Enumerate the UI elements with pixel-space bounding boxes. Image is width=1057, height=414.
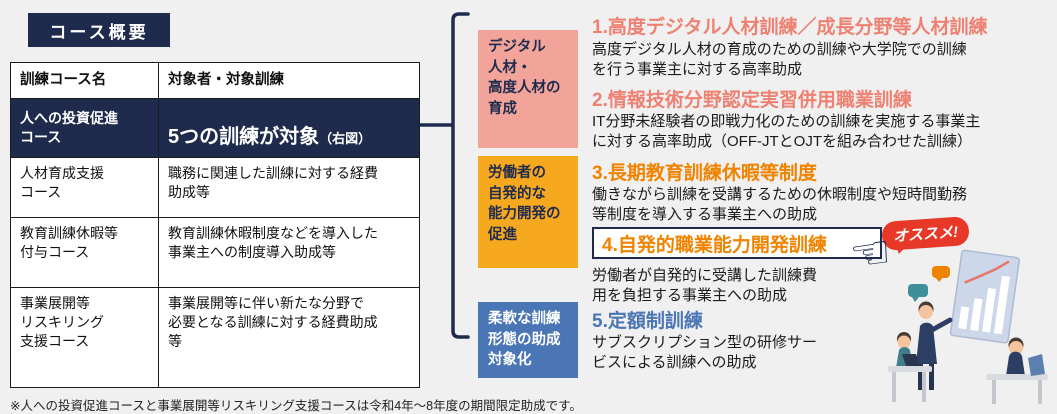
item-3-title: 3.長期教育訓練休暇等制度 bbox=[592, 163, 817, 184]
item-1-body: 高度デジタル人材の育成のための訓練や大学院での訓練 を行う事業主に対する高率助成 bbox=[592, 41, 967, 78]
table-row-highlight: 人への投資促進 コース 5つの訓練が対象（右図） bbox=[10, 98, 420, 158]
course-desc: 教育訓練休暇制度などを導入した 事業主への制度導入助成等 bbox=[158, 216, 420, 288]
item-2-title: 2.情報技術分野認定実習併用職業訓練 bbox=[592, 90, 912, 111]
speech-bubble-icon bbox=[908, 266, 950, 302]
course-name: 教育訓練休暇等 付与コース bbox=[10, 216, 159, 288]
office-illustration bbox=[888, 249, 1048, 404]
course-desc: 事業展開等に伴い新たな分野で 必要となる訓練に対する経費助成 等 bbox=[158, 286, 420, 388]
highlight-course-desc: 5つの訓練が対象（右図） bbox=[158, 98, 420, 158]
highlight-desc-sub: （右図） bbox=[319, 130, 372, 146]
col-header-course-name: 訓練コース名 bbox=[10, 62, 159, 99]
recommend-badge-label: オススメ! bbox=[892, 223, 959, 246]
course-name: 事業展開等 リスキリング 支援コース bbox=[10, 286, 159, 388]
course-desc: 職務に関連した訓練に対する経費 助成等 bbox=[158, 156, 420, 218]
category-flexible-training: 柔軟な訓練 形態の助成 対象化 bbox=[478, 302, 578, 378]
item-5-title: 5.定額制訓練 bbox=[592, 311, 703, 332]
course-table: 訓練コース名 対象者・対象訓練 人への投資促進 コース 5つの訓練が対象（右図）… bbox=[10, 62, 420, 388]
item-4-body: 労働者が自発的に受講した訓練費 用を負担する事業主への助成 bbox=[592, 267, 818, 304]
course-name: 人材育成支援 コース bbox=[10, 156, 159, 218]
item-1-title: 1.高度デジタル人材訓練／成長分野等人材訓練 bbox=[592, 17, 988, 38]
item-2-body: IT分野未経験者の即戦力化のための訓練を実施する事業主 に対する高率助成（OFF… bbox=[592, 113, 981, 150]
item-3-body: 働きながら訓練を受講するための休暇制度や短時間勤務 等制度を導入する事業主への助… bbox=[592, 186, 968, 223]
col-header-target: 対象者・対象訓練 bbox=[158, 62, 420, 99]
table-header-row: 訓練コース名 対象者・対象訓練 bbox=[10, 62, 420, 99]
desk-left-figure bbox=[888, 332, 932, 402]
highlight-desc-main: 5つの訓練が対象 bbox=[168, 125, 320, 148]
highlight-course-name: 人への投資促進 コース bbox=[10, 98, 159, 158]
page-title: コース概要 bbox=[28, 13, 170, 47]
footnote: ※人への投資促進コースと事業展開等リスキリング支援コースは令和4年～8年度の期間… bbox=[10, 399, 582, 413]
category-digital-talent: デジタル 人材・ 高度人材の 育成 bbox=[478, 30, 578, 148]
table-row: 事業展開等 リスキリング 支援コース 事業展開等に伴い新たな分野で 必要となる訓… bbox=[10, 286, 420, 388]
table-row: 教育訓練休暇等 付与コース 教育訓練休暇制度などを導入した 事業主への制度導入助… bbox=[10, 216, 420, 288]
item-4-title-box: 4.自発的職業能力開発訓練 bbox=[592, 227, 882, 259]
item-4-title: 4.自発的職業能力開発訓練 bbox=[602, 234, 827, 256]
chart-board-icon bbox=[949, 249, 1020, 344]
presenter-figure bbox=[916, 301, 953, 390]
table-row: 人材育成支援 コース 職務に関連した訓練に対する経費 助成等 bbox=[10, 156, 420, 218]
item-5-body: サブスクリプション型の研修サー ビスによる訓練への助成 bbox=[592, 334, 818, 371]
category-voluntary-development: 労働者の 自発的な 能力開発の 促進 bbox=[478, 156, 578, 268]
desk-right-figure bbox=[986, 337, 1048, 404]
